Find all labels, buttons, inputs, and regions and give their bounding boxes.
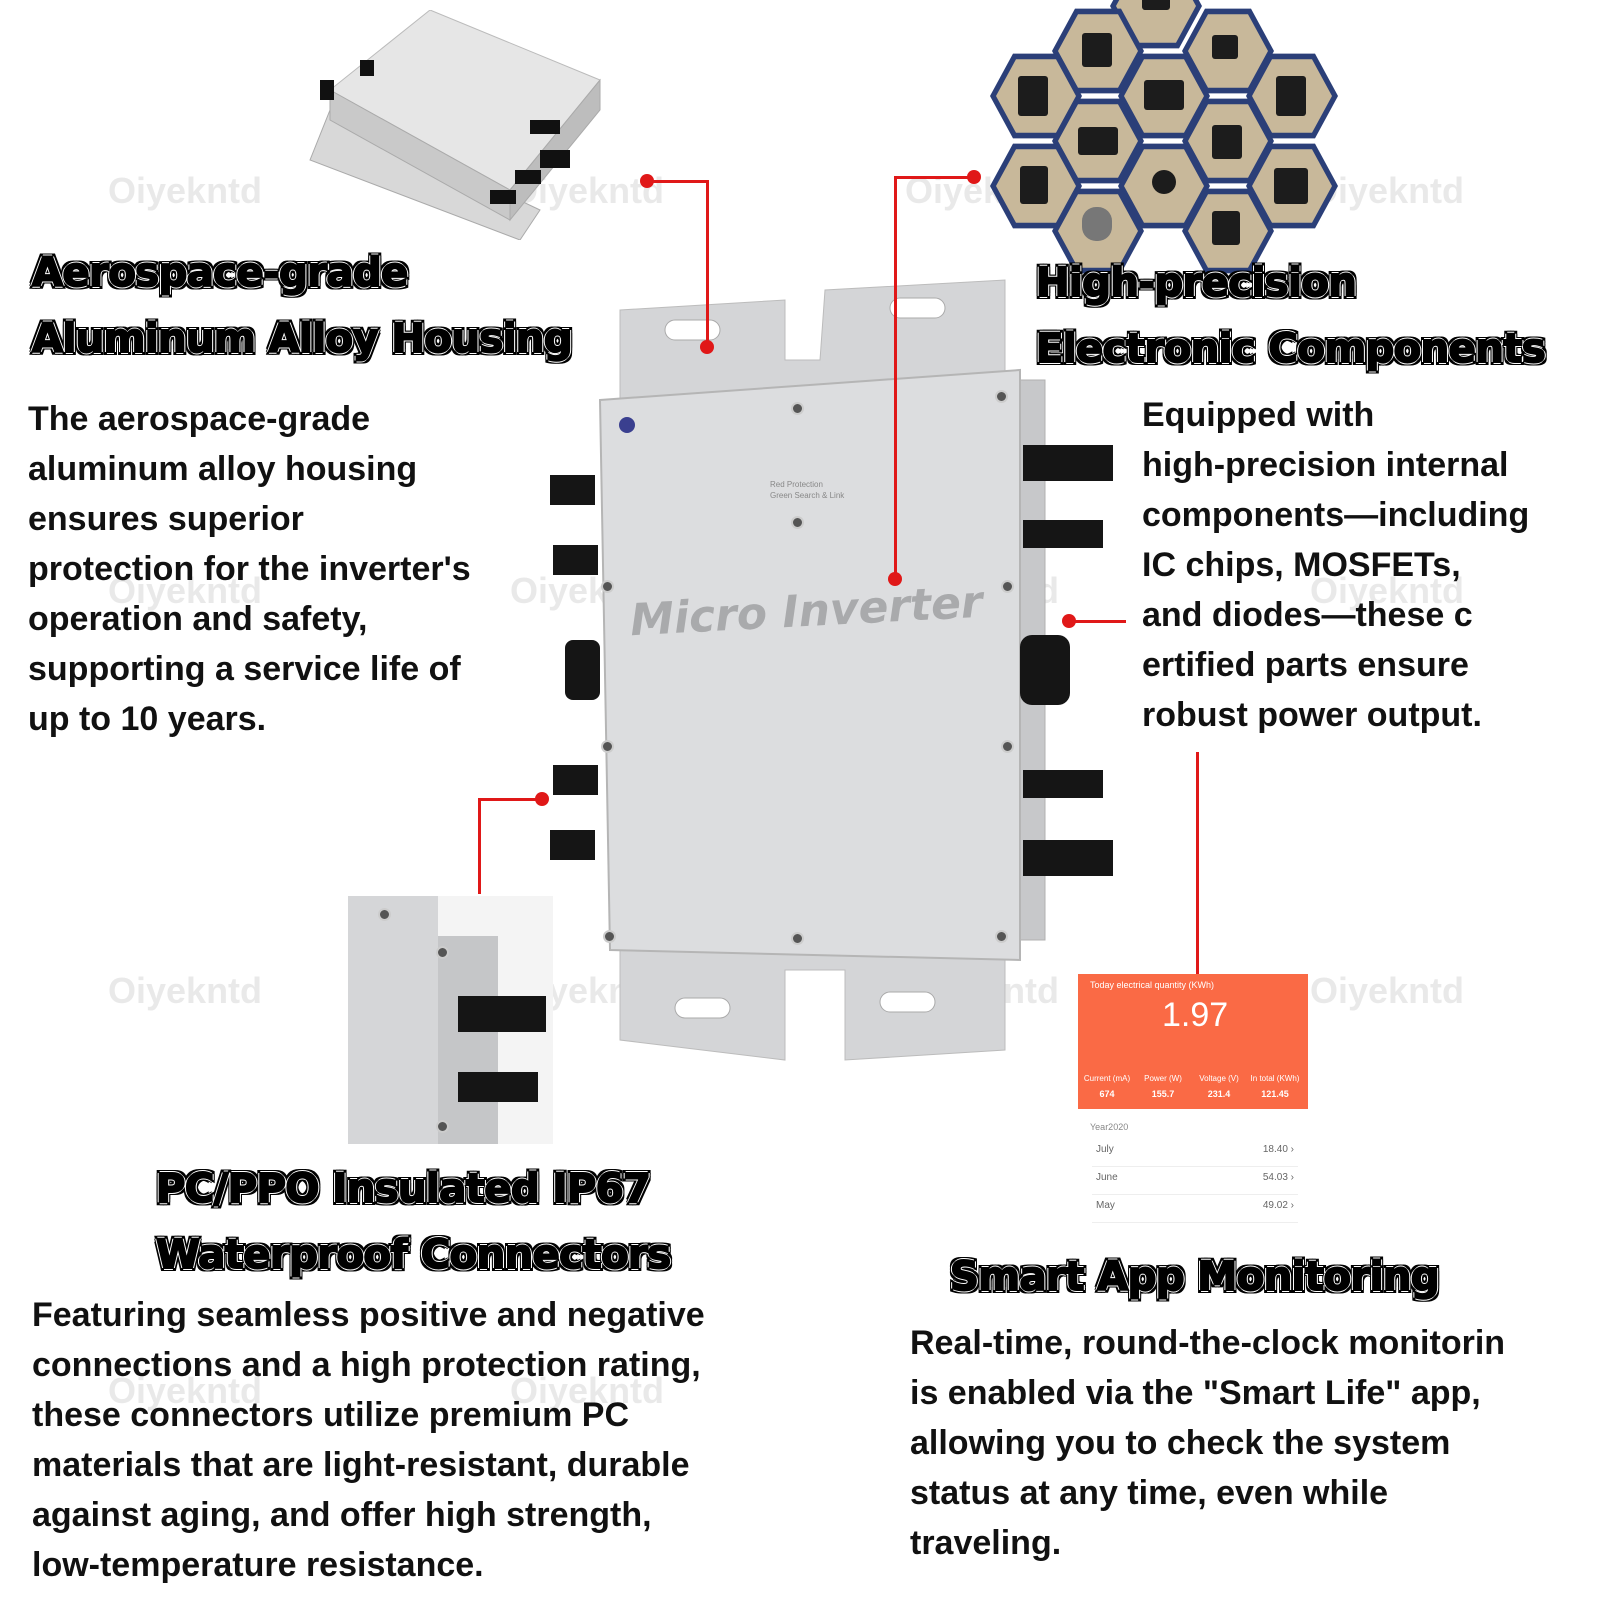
micro-inverter-image: Red Protection Green Search & Link Micro… xyxy=(545,270,1135,1070)
inverter-small-text: Red Protection xyxy=(770,480,823,489)
pointer-dot xyxy=(700,340,714,354)
watermark: Oiyekntd xyxy=(108,170,263,211)
watermark: Oiyekntd xyxy=(108,970,263,1011)
screw xyxy=(1001,740,1014,753)
pointer-line xyxy=(894,176,972,179)
connector-closeup-image xyxy=(348,896,553,1144)
app-year-label: Year2020 xyxy=(1090,1122,1129,1132)
screw xyxy=(791,932,804,945)
screw xyxy=(995,930,1008,943)
app-title: Smart App Monitoring xyxy=(949,1253,1441,1301)
pointer-line xyxy=(478,798,540,801)
components-hex-grid xyxy=(990,0,1370,274)
screw xyxy=(601,580,614,593)
app-metric: In total (KWh)121.45 xyxy=(1250,1074,1300,1099)
pointer-line xyxy=(1068,620,1126,623)
app-header: Today electrical quantity (KWh) 1.97 Cur… xyxy=(1078,974,1308,1109)
pointer-dot xyxy=(888,572,902,586)
app-big-value: 1.97 xyxy=(1162,996,1229,1034)
inverter-small-text: Green Search & Link xyxy=(770,491,845,500)
components-title: High-precision Electronic Components xyxy=(1035,259,1547,373)
screw xyxy=(995,390,1008,403)
components-description: Equipped with high-precision internal co… xyxy=(1142,396,1530,734)
screw xyxy=(378,908,391,921)
app-header-label: Today electrical quantity (KWh) xyxy=(1090,980,1215,990)
connectors-description: Featuring seamless positive and negative… xyxy=(32,1296,705,1584)
screw xyxy=(791,516,804,529)
connectors-title: PC/PPO Insulated IP67 Waterproof Connect… xyxy=(155,1165,672,1279)
housing-title: Aerospace-grade Aluminum Alloy Housing xyxy=(31,249,574,363)
pointer-dot xyxy=(535,792,549,806)
watermark: Oiyekntd xyxy=(108,570,263,611)
pointer-line xyxy=(894,176,897,578)
screw xyxy=(603,930,616,943)
watermark: Oiyekntd xyxy=(1310,170,1465,211)
component-hex xyxy=(990,53,1082,139)
screw xyxy=(791,402,804,415)
component-hex xyxy=(1118,53,1210,139)
app-metric: Voltage (V)231.4 xyxy=(1199,1074,1239,1099)
app-metric: Current (mA)674 xyxy=(1083,1074,1131,1099)
pointer-line xyxy=(646,180,708,183)
watermark: Oiyekntd xyxy=(1310,570,1465,611)
component-hex xyxy=(1246,53,1338,139)
housing-description: The aerospace-grade aluminum alloy housi… xyxy=(28,400,471,738)
watermark: Oiyekntd xyxy=(1310,970,1465,1011)
small-inverter-image xyxy=(290,9,620,241)
app-metric: Power (W)155.7 xyxy=(1144,1074,1182,1099)
watermark: Oiyekntd xyxy=(108,1370,263,1411)
pointer-dot xyxy=(967,170,981,184)
screw xyxy=(1001,580,1014,593)
pointer-line xyxy=(706,180,709,346)
screw xyxy=(436,946,449,959)
app-description: Real-time, round-the-clock monitorin is … xyxy=(910,1324,1506,1562)
component-hex xyxy=(1182,188,1274,274)
app-screenshot: Today electrical quantity (KWh) 1.97 Cur… xyxy=(1078,974,1308,1236)
screw xyxy=(436,1120,449,1133)
component-hex xyxy=(1052,188,1144,274)
pointer-line xyxy=(1196,752,1199,974)
screw xyxy=(601,740,614,753)
pointer-line xyxy=(478,798,481,894)
watermark: Oiyekntd xyxy=(510,1370,665,1411)
